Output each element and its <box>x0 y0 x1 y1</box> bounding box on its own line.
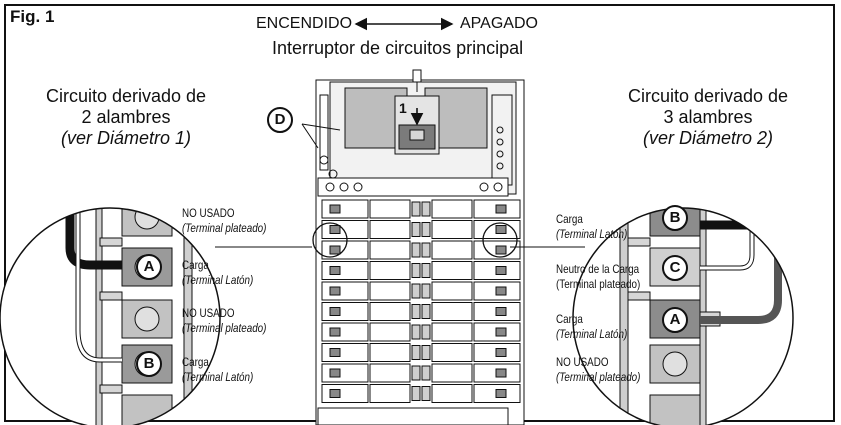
breaker-left <box>321 199 369 219</box>
left-circuit-title: Circuito derivado de 2 alambres (ver Diá… <box>45 86 207 148</box>
load-center-panel <box>315 69 525 425</box>
breaker-left <box>321 261 369 280</box>
right-zoom-marker <box>482 222 518 258</box>
callout-a-right: A <box>662 307 688 333</box>
breaker-left <box>321 281 369 301</box>
left-label-4: Carga(Terminal Latón) <box>182 355 254 384</box>
right-label-3: Carga(Terminal Latón) <box>556 312 628 341</box>
left-label-2: Carga(Terminal Latón) <box>182 258 254 287</box>
left-label-3: NO USADO(Terminal plateado) <box>182 306 267 335</box>
right-label-2: Neutro de la Carga(Terminal plateado) <box>556 262 641 291</box>
callout-b-right: B <box>662 205 688 231</box>
breaker-left <box>321 363 369 383</box>
callout-b-left: B <box>136 351 162 377</box>
breaker-left <box>321 322 369 342</box>
main-breaker-title: Interruptor de circuitos principal <box>272 38 524 58</box>
right-label-4: NO USADO(Terminal plateado) <box>556 355 641 384</box>
callout-d: D <box>267 107 293 133</box>
breaker-left <box>321 384 369 403</box>
breaker-left <box>321 240 369 260</box>
right-label-1: Carga(Terminal Latón) <box>556 212 628 241</box>
left-label-1: NO USADO(Terminal plateado) <box>182 206 267 235</box>
on-label: ENCENDIDO <box>256 15 353 32</box>
step-number: 1 <box>399 100 407 116</box>
breaker-left <box>321 302 369 321</box>
callout-c-right: C <box>662 255 688 281</box>
off-label: APAGADO <box>460 15 538 32</box>
figure-label: Fig. 1 <box>10 7 55 26</box>
breaker-left <box>321 343 369 362</box>
callout-a-left: A <box>136 254 162 280</box>
right-circuit-title: Circuito derivado de 3 alambres (ver Diá… <box>627 86 789 148</box>
left-zoom-marker <box>312 222 348 258</box>
